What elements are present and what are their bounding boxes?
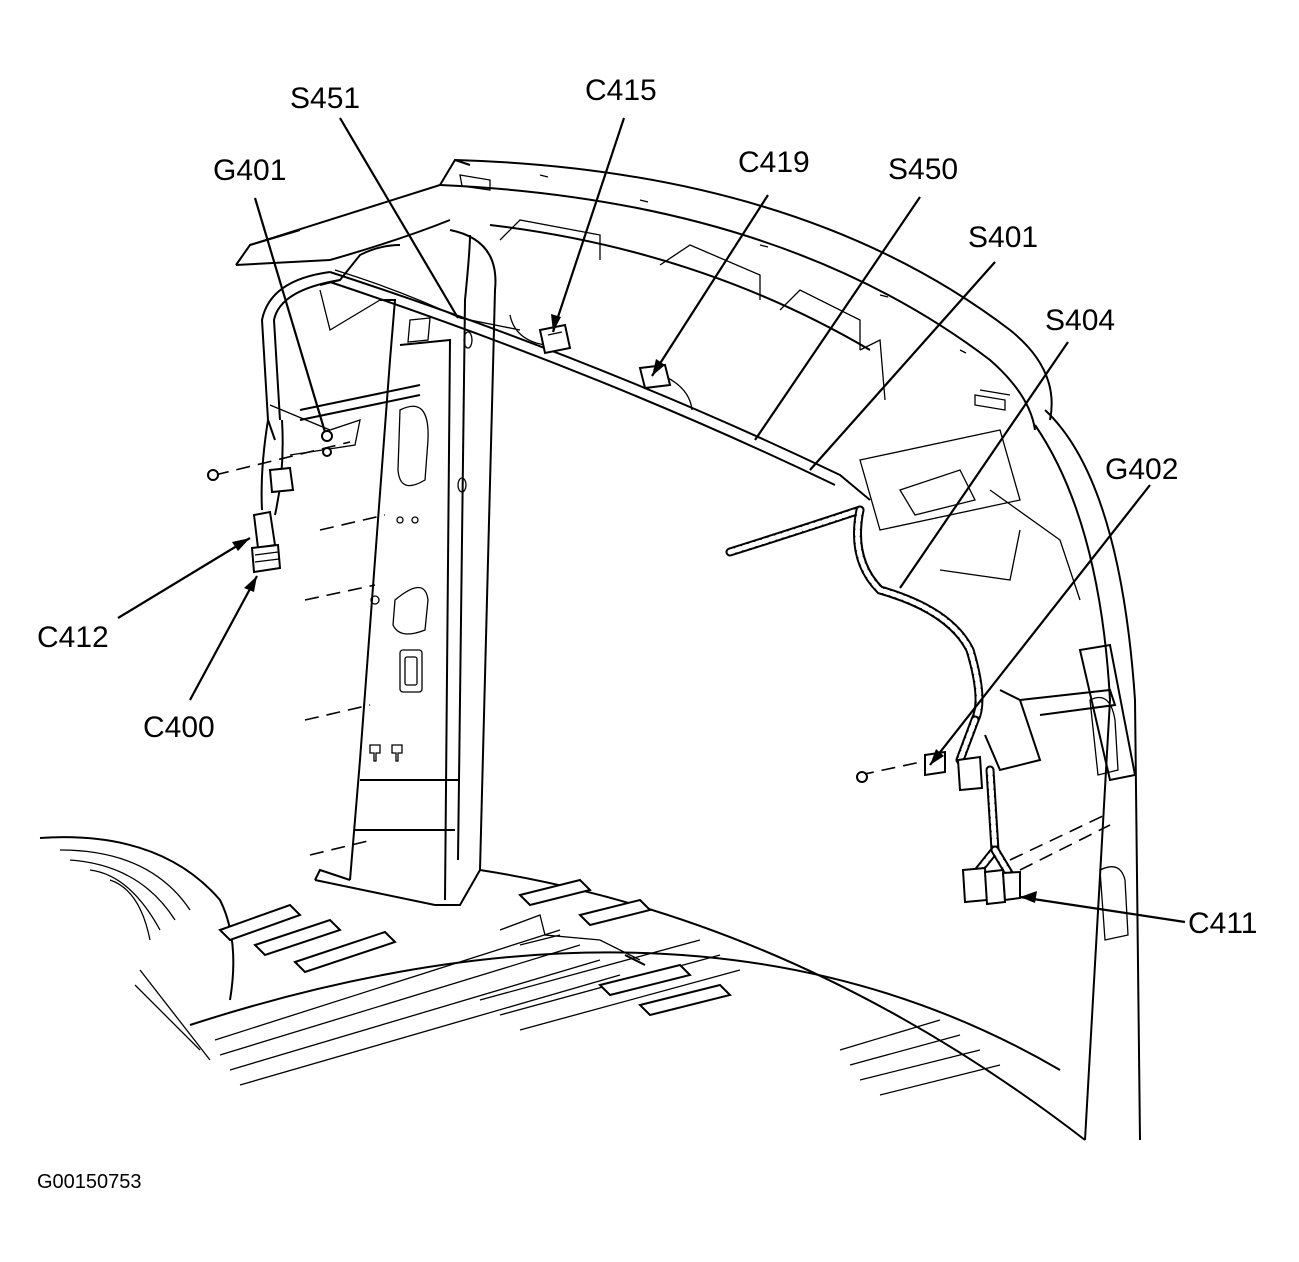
label-c419: C419 xyxy=(738,146,810,179)
label-s401: S401 xyxy=(968,221,1038,254)
label-s404: S404 xyxy=(1045,304,1115,337)
label-c411: C411 xyxy=(1188,907,1258,940)
connector-c411-body xyxy=(961,866,1021,906)
connector-c419-body xyxy=(638,363,693,411)
connector-c412-body xyxy=(250,510,282,574)
label-s451: S451 xyxy=(290,82,360,115)
cab-roof xyxy=(235,158,1053,501)
label-c412: C412 xyxy=(37,621,109,654)
connector-g401-bolt xyxy=(207,466,295,494)
floor xyxy=(39,836,1086,1141)
label-c415: C415 xyxy=(585,74,657,107)
right-harness xyxy=(725,505,1015,880)
figure-id: G00150753 xyxy=(37,1171,142,1193)
label-s450: S450 xyxy=(888,153,958,186)
right-pillar xyxy=(859,409,1141,1141)
left-harness xyxy=(260,271,361,516)
label-g402: G402 xyxy=(1105,453,1178,486)
left-pillar xyxy=(214,229,497,906)
label-g401: G401 xyxy=(213,154,286,187)
connector-c415-body xyxy=(538,323,572,355)
roof-harness xyxy=(334,269,546,346)
label-c400: C400 xyxy=(143,711,215,744)
leaders xyxy=(117,117,1186,924)
